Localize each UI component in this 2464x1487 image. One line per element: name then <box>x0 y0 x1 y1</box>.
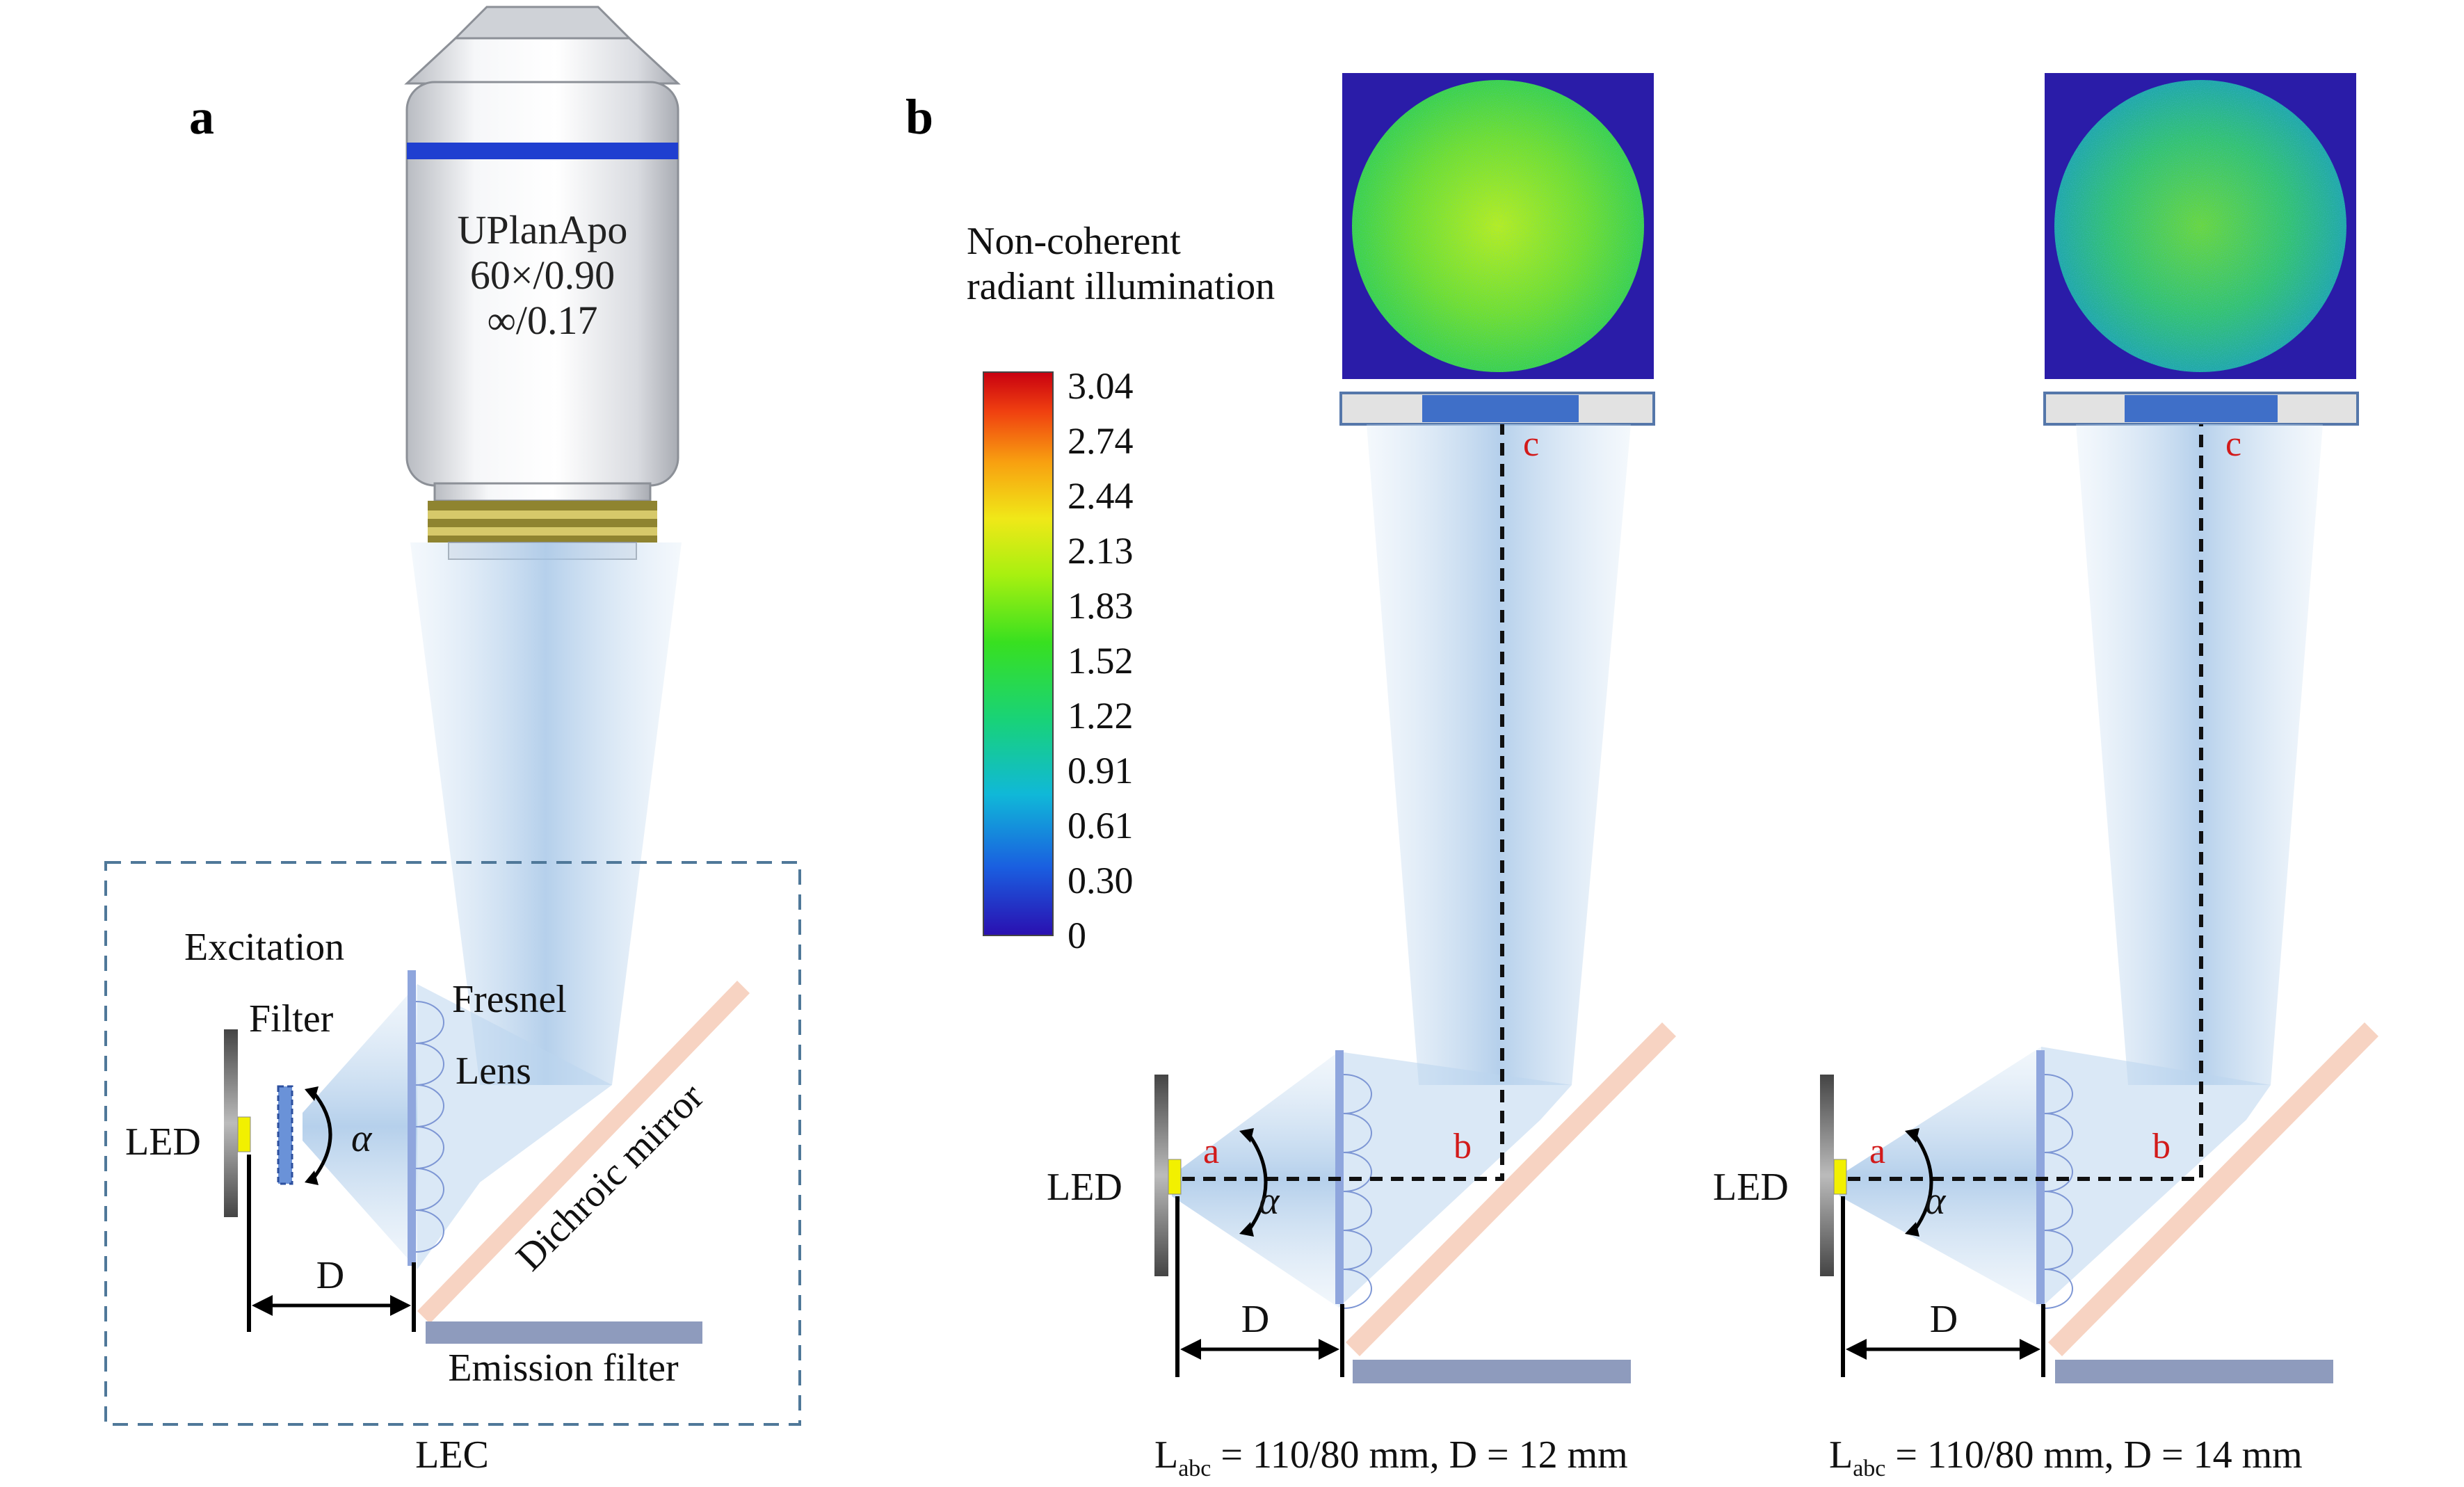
beam-horizontal-a <box>303 984 417 1269</box>
objective: UPlanApo 60×/0.90 ∞/0.17 <box>404 6 681 560</box>
illumination-noise-2 <box>2054 80 2346 372</box>
dichroic-mirror-1 <box>1346 1022 1676 1356</box>
colorbar-tick-label: 0.30 <box>1068 860 1134 901</box>
objective-neck <box>433 482 652 502</box>
objective-label-line1: UPlanApo <box>458 207 628 252</box>
led-label-2: LED <box>1713 1166 1789 1209</box>
objective-label-line2: 60×/0.90 <box>470 252 615 298</box>
lec-label: LEC <box>415 1433 489 1477</box>
angle-arrow-1 <box>1246 1132 1268 1232</box>
alpha-label-a: α <box>351 1117 373 1160</box>
colorbar-title-line1: Non-coherent <box>967 220 1181 263</box>
colorbar-tick-label: 2.74 <box>1068 420 1134 462</box>
angle-arrow-2 <box>1912 1132 1933 1232</box>
colorbar-tick-label: 0.61 <box>1068 805 1134 846</box>
objective-thread <box>428 501 657 542</box>
fresnel-lens-a <box>408 970 444 1266</box>
emission-filter-1 <box>1353 1360 1631 1383</box>
led-label-1: LED <box>1047 1166 1122 1209</box>
point-b-label-1: b <box>1454 1127 1472 1166</box>
led-plate-1 <box>1154 1075 1168 1276</box>
excitation-filter-a <box>277 1085 293 1185</box>
angle-arrow-a <box>312 1091 332 1180</box>
colorbar-tick-label: 1.22 <box>1068 695 1134 737</box>
d-label-1: D <box>1241 1298 1269 1341</box>
lec-dashed-box <box>104 861 801 1426</box>
colorbar-tick-label: 1.83 <box>1068 585 1134 627</box>
objective-blue-band <box>407 143 678 159</box>
colorbar-title-line2: radiant illumination <box>967 265 1275 308</box>
d-label-a: D <box>316 1254 344 1297</box>
colorbar-tick-label: 0.91 <box>1068 750 1134 791</box>
panel-b-label: b <box>905 89 933 145</box>
optical-path-2 <box>1848 424 2203 1181</box>
alpha-label-2: α <box>1925 1180 1947 1223</box>
sample-region-1 <box>1422 395 1579 422</box>
emission-filter-2 <box>2055 1360 2333 1383</box>
colorbar-tick-label: 0 <box>1068 915 1086 956</box>
panel-a-label: a <box>189 89 214 145</box>
emission-filter-a <box>426 1321 702 1344</box>
led-plate-2 <box>1820 1075 1834 1276</box>
led-chip-1 <box>1168 1159 1182 1195</box>
d-label-2: D <box>1930 1298 1958 1341</box>
setup-2: a b c LED α D Labc = 110/80 mm, D = 14 m… <box>1713 73 2378 1481</box>
colorbar-tick-label: 2.13 <box>1068 530 1134 572</box>
filter-label: Filter <box>249 997 334 1040</box>
caption-2: Labc = 110/80 mm, D = 14 mm <box>1829 1433 2303 1481</box>
led-label-a: LED <box>125 1120 201 1164</box>
objective-cap <box>453 6 632 40</box>
colorbar-tick-label: 3.04 <box>1068 365 1134 407</box>
colorbar-tick-label: 1.52 <box>1068 640 1134 682</box>
emission-filter-label: Emission filter <box>448 1347 679 1390</box>
point-c-label-1: c <box>1523 424 1539 464</box>
fresnel-label: Fresnel <box>452 978 567 1021</box>
alpha-label-1: α <box>1259 1180 1280 1223</box>
excitation-label: Excitation <box>184 926 344 969</box>
illumination-noise-1 <box>1352 80 1644 372</box>
led-plate-a <box>224 1029 238 1217</box>
led-chip-a <box>237 1116 251 1152</box>
beam-vertical-1 <box>1367 424 1631 1085</box>
beam-corner-2 <box>2041 1047 2271 1308</box>
caption-1: Labc = 110/80 mm, D = 12 mm <box>1154 1433 1628 1481</box>
setup-1: a b c LED α D Labc = 110/80 mm, D = 12 m… <box>1047 73 1676 1481</box>
point-b-label-2: b <box>2152 1127 2171 1166</box>
colorbar-ticks: 3.04 2.74 2.44 2.13 1.83 1.52 1.22 0.91 0.61 0.30… <box>1068 365 1134 956</box>
colorbar-tick-label: 2.44 <box>1068 475 1134 517</box>
colorbar <box>983 371 1054 936</box>
led-chip-2 <box>1833 1159 1847 1195</box>
beam-vertical-a <box>410 542 682 1085</box>
objective-label-line3: ∞/0.17 <box>488 298 598 343</box>
optical-path-1 <box>1182 424 1504 1181</box>
point-c-label-2: c <box>2225 424 2241 464</box>
point-a-label-1: a <box>1203 1132 1219 1171</box>
sample-region-2 <box>2125 395 2278 422</box>
dichroic-mirror-2 <box>2048 1022 2378 1356</box>
point-a-label-2: a <box>1869 1132 1885 1171</box>
lens-label: Lens <box>456 1050 531 1093</box>
objective-shoulder <box>404 37 681 85</box>
beam-corner-a <box>417 984 612 1269</box>
dichroic-mirror-a <box>417 981 750 1324</box>
